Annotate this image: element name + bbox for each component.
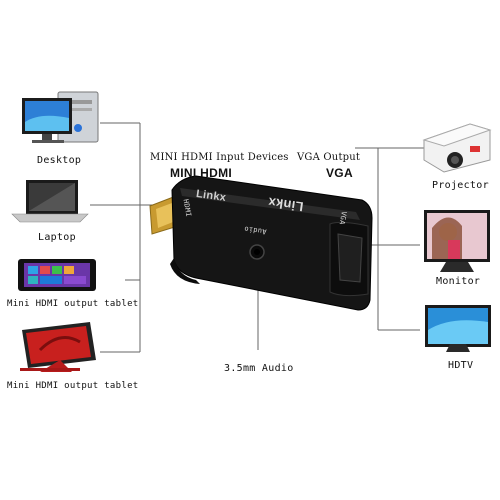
tablet-stand-label: Mini HDMI output tablet xyxy=(7,381,139,391)
tablet-icon xyxy=(18,259,96,291)
hdtv-label: HDTV xyxy=(448,360,474,371)
laptop-label: Laptop xyxy=(38,232,76,243)
desktop-label: Desktop xyxy=(37,155,82,166)
laptop-icon xyxy=(11,180,89,223)
desktop-computer-icon xyxy=(22,91,99,143)
output-caption: VGA Output xyxy=(297,152,361,163)
monitor-label: Monitor xyxy=(436,276,481,287)
hdtv-icon xyxy=(425,305,491,352)
right-connector-lines xyxy=(355,147,432,331)
input-caption: MINI HDMI Input Devices xyxy=(150,152,289,163)
output-type-label: VGA xyxy=(326,166,353,180)
monitor-icon xyxy=(424,210,490,272)
adapter-illustration xyxy=(149,175,373,311)
tablet-stand-icon xyxy=(20,322,96,372)
projector-icon xyxy=(422,123,492,173)
projector-label: Projector xyxy=(432,180,489,191)
input-type-label: MINI HDMI xyxy=(170,166,233,180)
tablet-label: Mini HDMI output tablet xyxy=(7,299,139,309)
left-connector-lines xyxy=(90,122,158,353)
audio-caption: 3.5mm Audio xyxy=(224,363,294,374)
